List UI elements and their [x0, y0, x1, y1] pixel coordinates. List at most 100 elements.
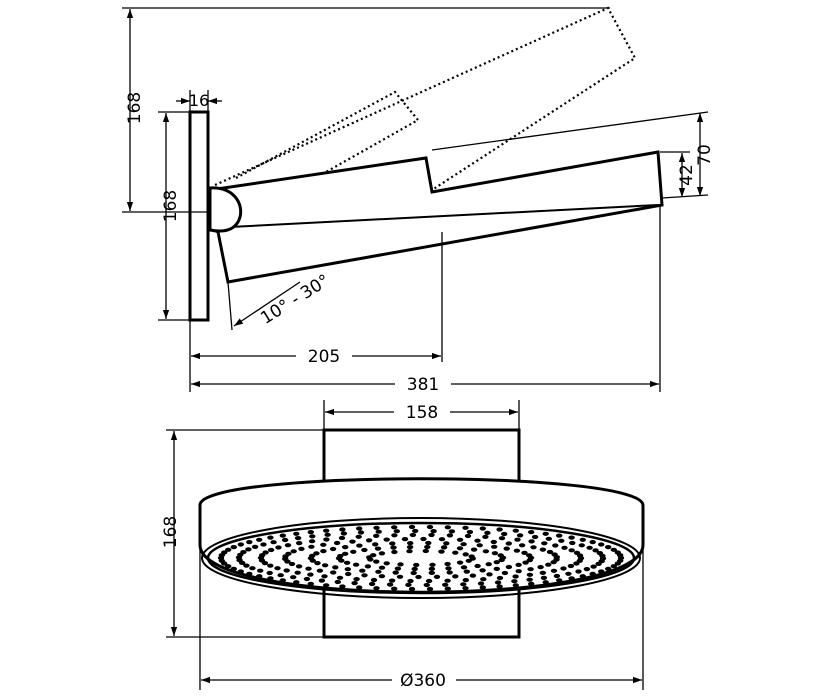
nozzle [267, 563, 274, 568]
nozzle [460, 565, 468, 570]
nozzle [308, 544, 315, 549]
nozzle [513, 548, 521, 553]
nozzle [589, 571, 596, 577]
nozzle [518, 543, 526, 548]
nozzle [266, 570, 273, 576]
nozzle [595, 561, 602, 567]
nozzle [568, 576, 575, 581]
nozzle [598, 542, 605, 547]
nozzle [617, 553, 624, 558]
nozzle [349, 539, 356, 544]
nozzle [512, 574, 519, 579]
nozzle [514, 537, 521, 542]
nozzle [428, 570, 435, 576]
nozzle [480, 577, 487, 582]
nozzle [586, 545, 593, 550]
nozzle [267, 547, 275, 553]
nozzle [556, 578, 563, 583]
nozzle [567, 563, 575, 569]
nozzle [444, 525, 451, 530]
nozzle [546, 549, 554, 555]
nozzle [542, 580, 549, 585]
wall-flange [188, 110, 210, 322]
nozzle [460, 582, 467, 587]
nozzle [392, 570, 399, 575]
nozzle [356, 585, 363, 590]
nozzle [356, 526, 363, 531]
nozzle [496, 527, 503, 532]
nozzle [484, 530, 491, 536]
nozzle [407, 578, 414, 584]
nozzle [267, 576, 274, 581]
ext-head-lower [661, 194, 709, 199]
nozzle-face [206, 521, 636, 595]
nozzle [408, 524, 416, 530]
nozzle [452, 574, 459, 579]
nozzle [225, 564, 232, 569]
nozzle [339, 527, 346, 532]
nozzle [443, 541, 450, 546]
nozzle [527, 567, 534, 572]
nozzle [456, 546, 464, 551]
nozzle [370, 577, 378, 583]
nozzle [430, 529, 437, 534]
nozzle [396, 574, 404, 579]
nozzle [391, 525, 398, 530]
side-view: 168 168 16 70 42 10° - 30° 205 381 [122, 6, 715, 395]
nozzle [373, 559, 380, 564]
nozzle [246, 571, 253, 577]
nozzle [410, 570, 417, 576]
nozzle [496, 584, 503, 589]
nozzle [342, 551, 349, 556]
nozzle [285, 551, 292, 556]
nozzle [389, 541, 396, 546]
nozzle [321, 563, 329, 568]
nozzle [391, 549, 398, 555]
nozzle [365, 538, 373, 543]
nozzle [610, 564, 617, 569]
nozzle [323, 537, 330, 542]
nozzle [246, 540, 253, 545]
nozzle [498, 557, 505, 563]
nozzle [425, 540, 432, 546]
nozzle [408, 586, 416, 592]
nozzle [413, 562, 420, 568]
nozzle [420, 536, 427, 542]
nozzle [279, 533, 286, 538]
nozzle [406, 545, 414, 550]
nozzle [516, 533, 524, 538]
nozzle [390, 545, 397, 550]
ext-head-top [431, 111, 709, 151]
nozzle [307, 572, 314, 577]
nozzle [303, 576, 311, 582]
ext-angle [227, 281, 233, 331]
nozzle [438, 549, 445, 554]
nozzle [531, 534, 539, 540]
nozzle [388, 578, 396, 583]
nozzle [375, 529, 382, 534]
nozzle [230, 545, 237, 550]
nozzle [515, 569, 522, 574]
label-168-flange: 168 [161, 190, 181, 222]
nozzle [281, 537, 289, 543]
nozzle [505, 564, 513, 570]
nozzle [290, 575, 297, 580]
arm-lower-edge-inner [209, 204, 659, 229]
nozzle [370, 553, 377, 558]
nozzle [485, 562, 492, 567]
nozzle [511, 579, 518, 584]
nozzle [221, 550, 228, 555]
nozzle [394, 566, 402, 571]
nozzle [537, 565, 544, 570]
nozzle [553, 573, 561, 579]
nozzle [343, 560, 351, 565]
label-42: 42 [677, 164, 697, 186]
label-168-overall: 168 [125, 92, 145, 124]
nozzle [313, 551, 320, 556]
nozzle [424, 544, 431, 550]
nozzle [243, 563, 250, 568]
nozzle [560, 566, 567, 571]
nozzle [456, 560, 464, 565]
nozzle [448, 529, 456, 534]
nozzle [530, 545, 537, 550]
